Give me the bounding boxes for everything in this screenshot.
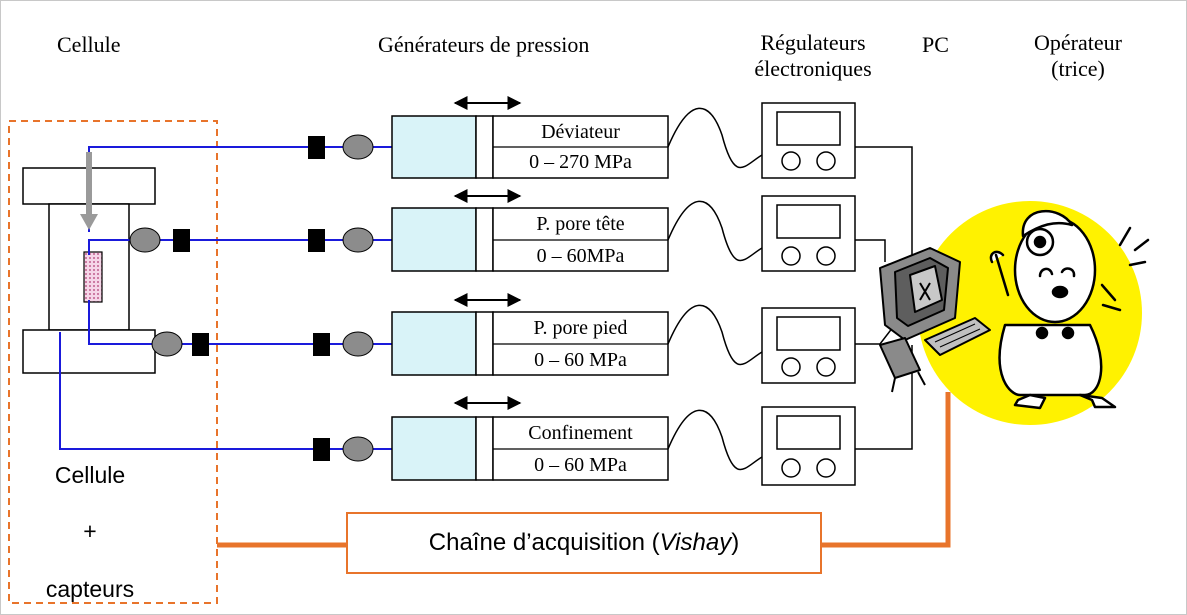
generator-4-range: 0 – 60 MPa [534,454,627,476]
generator-4-name: Confinement [528,422,633,444]
regulator-1 [761,102,856,179]
cell-label-line3: capteurs [45,576,135,602]
acquisition-chain-box: Chaîne d’acquisition (Vishay) [346,512,822,574]
header-regulateurs-line2: électroniques [754,56,872,81]
generator-2 [391,189,669,272]
header-cellule: Cellule [57,32,121,57]
acquisition-prefix: Chaîne d’acquisition ( [428,529,660,556]
generator-2-name: P. pore tête [536,213,625,235]
generator-2-range: 0 – 60MPa [536,245,625,267]
header-operateur: Opérateur (trice) [1008,30,1148,82]
operator-icon [989,210,1150,410]
regulator-4 [761,406,856,486]
rock-sample [83,251,103,303]
acquisition-suffix: ) [731,529,740,556]
regulator-2 [761,195,856,272]
generator-3-name: P. pore pied [533,317,628,339]
sensor-valve-head [129,227,161,253]
header-regulateurs: Régulateurs électroniques [722,30,904,82]
sensor-block-head [173,229,190,252]
header-operateur-line2: (trice) [1051,56,1105,81]
generator-cables [667,107,763,471]
cell-label-line2: + [83,518,97,544]
header-regulateurs-line1: Régulateurs [760,30,866,55]
acquisition-cables [217,392,951,548]
header-operateur-line1: Opérateur [1034,30,1122,55]
sensor-block-foot [192,333,209,356]
piston-arrow-icon [80,214,98,230]
generator-3-range: 0 – 60 MPa [534,349,627,371]
cell-label-line1: Cellule [54,462,126,488]
regulator-3 [761,307,856,384]
header-pc: PC [922,32,949,57]
generator-1-range: 0 – 270 MPa [529,151,632,173]
line-valves [308,134,374,462]
generator-1-name: Déviateur [541,121,620,143]
generator-1 [391,96,669,179]
computer-icon [879,247,991,393]
sensor-valve-foot [151,331,183,357]
header-generateurs: Générateurs de pression [378,32,590,57]
generator-4 [391,396,669,481]
generator-3 [391,293,669,376]
acquisition-brand: Vishay [659,529,732,556]
cell-dashed-box [8,120,218,604]
